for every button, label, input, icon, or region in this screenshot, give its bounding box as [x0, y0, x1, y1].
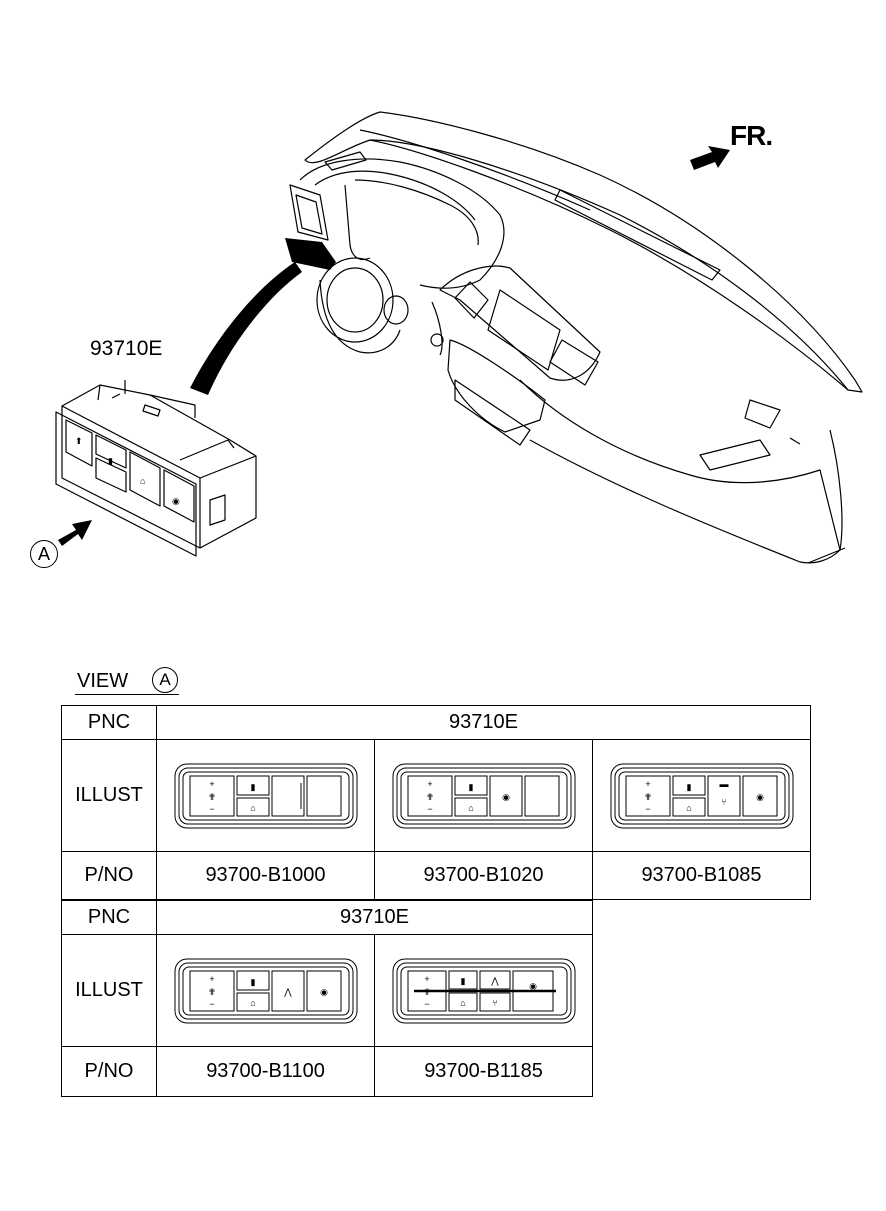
svg-text:⌂: ⌂ — [140, 476, 145, 486]
part-number: 93700-B1000 — [156, 851, 375, 900]
minus-icon: − — [209, 804, 214, 814]
assembly-pnc-label: 93710E — [90, 337, 163, 360]
steering-heat-icon: ✟ — [423, 987, 431, 997]
pnc-header: PNC — [61, 705, 157, 740]
fuel-door-icon: ▮ — [468, 782, 473, 792]
illust-cell: + ✟ − ▮ ⌂ ▬ ⑂ ◉ — [592, 739, 811, 852]
front-direction-label: FR. — [730, 120, 773, 151]
illust-cell: + ✟ − ▮ ⌂ — [156, 739, 375, 852]
switch-panel-illust: + ✟ − ▮ ⌂ ⋀ ◉ — [174, 958, 357, 1023]
steering-heat-icon: ✟ — [208, 987, 216, 997]
pno-header: P/NO — [61, 1046, 157, 1097]
illust-cell: + ✟ − ▮ ⌂ ⋀ ◉ — [156, 934, 375, 1047]
view-underline — [75, 694, 179, 695]
fuel-door-icon: ▮ — [250, 782, 255, 792]
switch-panel-illust: + ✟ − ▮ ⌂ — [174, 763, 357, 828]
fuel-door-icon: ▮ — [250, 977, 255, 987]
indicator-icon: ▬ — [719, 779, 728, 789]
parts-table-2: PNC 93710E ILLUST + ✟ − — [61, 900, 593, 1097]
part-number: 93700-B1185 — [374, 1046, 593, 1097]
svg-text:▮: ▮ — [108, 456, 113, 466]
minus-icon: − — [427, 804, 432, 814]
trunk-icon: ⌂ — [250, 803, 255, 813]
illust-header: ILLUST — [61, 739, 157, 852]
view-ref-circle: A — [152, 667, 178, 693]
part-number: 93700-B1100 — [156, 1046, 375, 1097]
switch-panel-illust: + ✟ − ▮ ⌂ ▬ ⑂ ◉ — [610, 763, 793, 828]
plus-icon: + — [209, 974, 214, 984]
svg-text:◉: ◉ — [172, 496, 180, 506]
lane-assist-icon: ⋀ — [283, 987, 292, 997]
minus-icon: − — [645, 804, 650, 814]
illust-cell: + ✟ − ▮ ⌂ ⋀ ⑂ ◉ — [374, 934, 593, 1047]
minus-icon: − — [209, 999, 214, 1009]
parking-sensor-icon: ◉ — [756, 792, 764, 802]
trunk-icon: ⌂ — [460, 998, 465, 1008]
switch-panel-illust: + ✟ − ▮ ⌂ ⋀ ⑂ ◉ — [392, 958, 575, 1023]
seat-icon: ⑂ — [492, 998, 497, 1008]
plus-icon: + — [427, 779, 432, 789]
fuel-door-icon: ▮ — [686, 782, 691, 792]
steering-heat-icon: ✟ — [426, 792, 434, 802]
view-title: VIEW — [77, 670, 129, 692]
parking-sensor-icon: ◉ — [320, 987, 328, 997]
part-number: 93700-B1085 — [592, 851, 811, 900]
parking-sensor-icon: ◉ — [502, 792, 510, 802]
trunk-icon: ⌂ — [468, 803, 473, 813]
part-number: 93700-B1020 — [374, 851, 593, 900]
pnc-value: 93710E — [156, 705, 811, 740]
steering-heat-icon: ✟ — [644, 792, 652, 802]
steering-heat-icon: ✟ — [208, 792, 216, 802]
fuel-door-icon: ▮ — [460, 976, 465, 986]
trunk-icon: ⌂ — [250, 998, 255, 1008]
illust-cell: + ✟ − ▮ ⌂ ◉ — [374, 739, 593, 852]
minus-icon: − — [424, 999, 429, 1009]
dashboard-diagram: ⬆ ▮ ⌂ ◉ — [55, 111, 863, 564]
view-ref-marker: A — [30, 540, 58, 568]
parts-table-1: PNC 93710E ILLUST + ✟ — [61, 705, 811, 900]
illust-header: ILLUST — [61, 934, 157, 1047]
plus-icon: + — [424, 974, 429, 984]
switch-panel-illust: + ✟ − ▮ ⌂ ◉ — [392, 763, 575, 828]
trunk-icon: ⌂ — [686, 803, 691, 813]
parking-sensor-icon: ◉ — [529, 981, 537, 991]
plus-icon: + — [209, 779, 214, 789]
plus-icon: + — [645, 779, 650, 789]
svg-text:⬆: ⬆ — [75, 436, 83, 446]
pnc-value: 93710E — [156, 900, 593, 935]
lane-assist-icon: ⋀ — [490, 976, 499, 986]
seat-icon: ⑂ — [721, 797, 726, 807]
pnc-header: PNC — [61, 900, 157, 935]
pno-header: P/NO — [61, 851, 157, 900]
